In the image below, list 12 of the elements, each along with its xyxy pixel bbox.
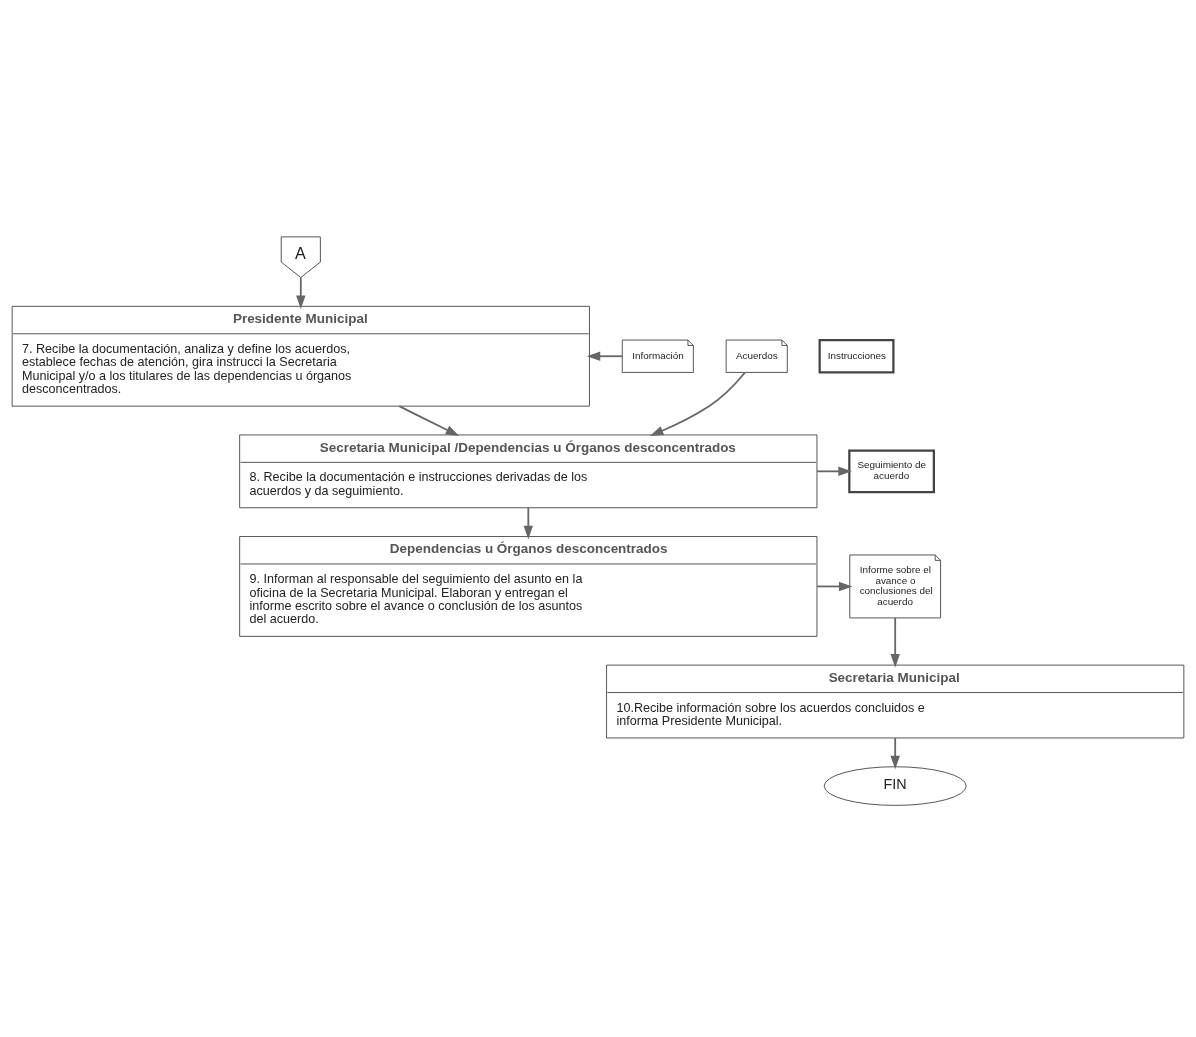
arrow: [523, 506, 534, 539]
arrow: [586, 351, 623, 361]
arrow: [890, 616, 900, 667]
node-box: Seguimiento de acuerdo: [848, 449, 935, 493]
arrow: [296, 276, 306, 309]
arrow: [816, 466, 852, 476]
node-ellipse: FIN: [823, 765, 967, 806]
arrow: [398, 404, 460, 436]
arrow: [649, 371, 746, 436]
node-box: Instrucciones: [818, 338, 895, 374]
arrow: [816, 581, 853, 591]
arrow: [890, 736, 900, 769]
